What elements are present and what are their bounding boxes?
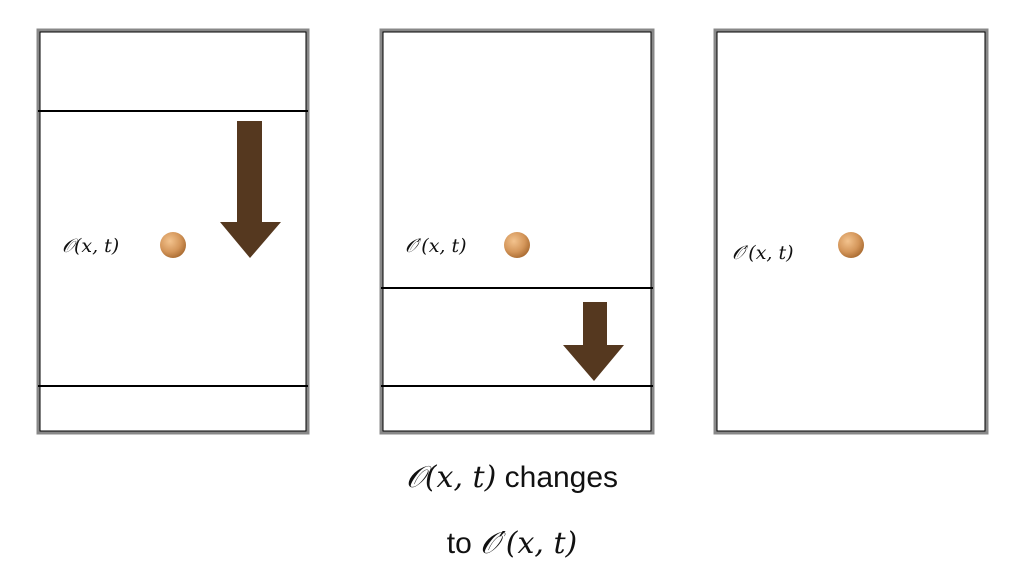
panel-3: 𝒪′(x, t): [713, 28, 989, 435]
particle-ball: [504, 232, 530, 258]
panel-frame: [713, 28, 989, 435]
caption-text: to: [447, 527, 480, 560]
panel-frame-inner: [39, 31, 307, 432]
panel-frame-inner: [716, 31, 986, 432]
panel-frame-inner: [382, 31, 652, 432]
particle-ball: [838, 232, 864, 258]
caption-line-1: 𝒪(x, t) changes: [406, 460, 618, 495]
panel-frame: [379, 28, 655, 435]
caption-math: 𝒪(x, t): [406, 460, 496, 495]
down-arrow-icon: [220, 121, 281, 258]
particle-ball: [160, 232, 186, 258]
panel-1: 𝒪(x, t): [36, 28, 310, 435]
operator-label: 𝒪′(x, t): [405, 235, 467, 257]
panel-2: 𝒪′(x, t): [379, 28, 655, 435]
down-arrow-icon: [563, 302, 624, 381]
operator-label: 𝒪′(x, t): [732, 242, 794, 264]
caption-math: 𝒪′(x, t): [480, 526, 577, 561]
operator-label: 𝒪(x, t): [62, 235, 119, 257]
panel-frame: [36, 28, 310, 435]
caption-line-2: to 𝒪′(x, t): [447, 526, 578, 561]
caption-text: changes: [496, 461, 618, 494]
